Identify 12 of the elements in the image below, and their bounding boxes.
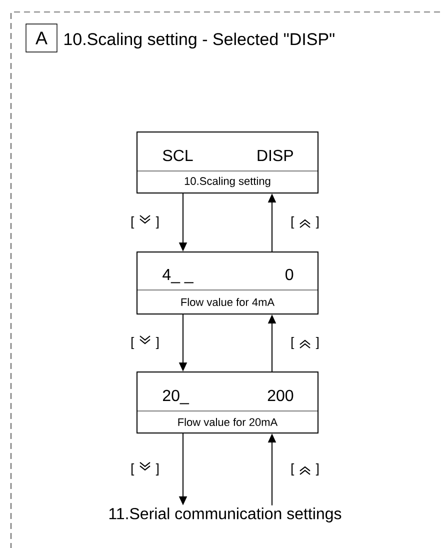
- step-text: 11.Serial communication settings: [109, 508, 342, 522]
- letter-box: A: [26, 24, 58, 52]
- display-box: SCL DISP 10.Scaling setting: [136, 132, 318, 194]
- display-box: 4_ _ 0 Flow value for 4mA: [136, 252, 318, 314]
- edge-label: [ ]: [290, 336, 320, 350]
- edge-label: [ ]: [130, 336, 160, 350]
- edge-label: [ ]: [290, 462, 320, 476]
- edge-label: [ ]: [290, 215, 320, 230]
- heading: 10.Scaling setting - Selected "DISP": [64, 32, 334, 49]
- display-box: 20_ 200 Flow value for 20mA: [136, 372, 318, 434]
- edge-label: [ ]: [130, 215, 160, 230]
- edge-label: [ ]: [130, 462, 160, 476]
